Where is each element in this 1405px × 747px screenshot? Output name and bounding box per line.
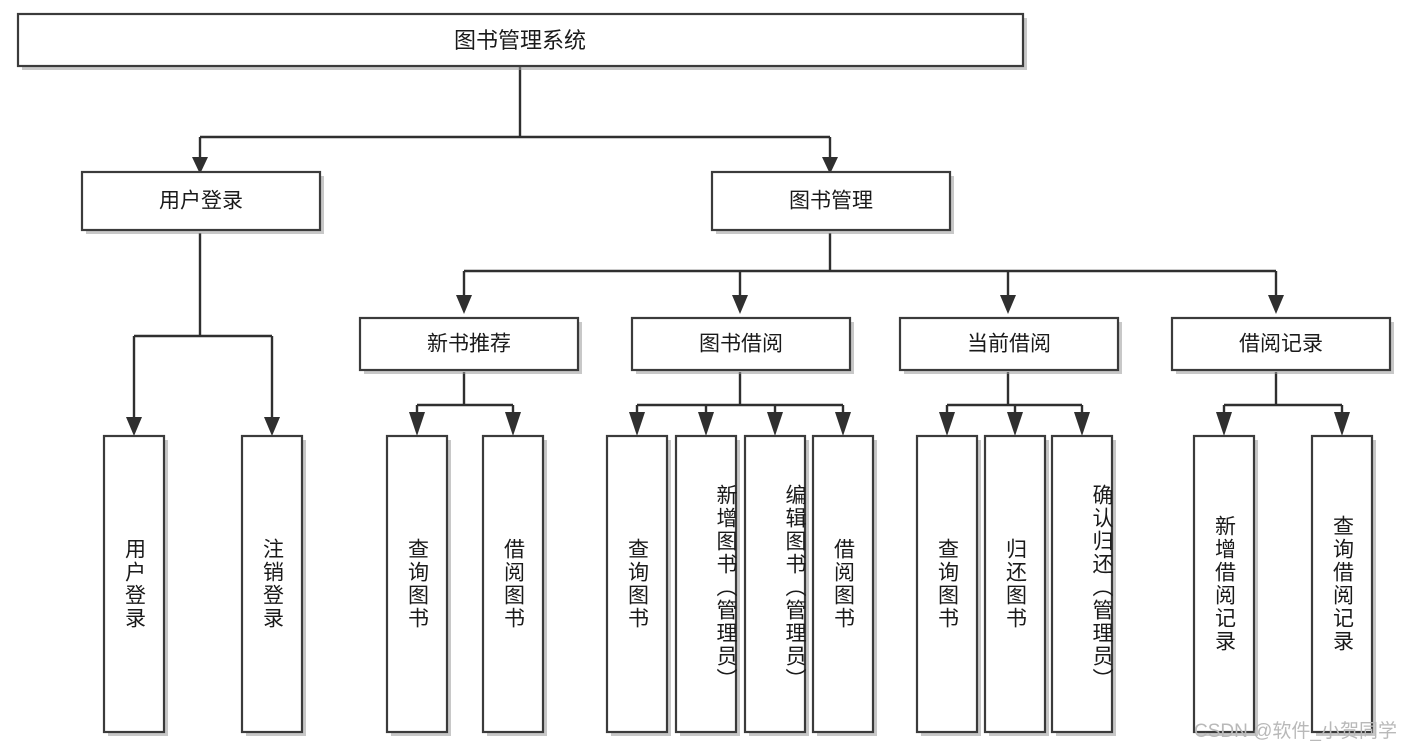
leaf-bookborrow-query-box[interactable] <box>605 434 669 734</box>
node-user-login-label: 用户登录 <box>159 190 243 213</box>
node-book-manage[interactable]: 图书管理 <box>710 170 954 234</box>
leaf-node-newbook-query[interactable] <box>385 434 451 736</box>
node-current-borrow-label: 当前借阅 <box>967 333 1051 356</box>
leaf-node-currentborrow-query[interactable] <box>915 434 981 736</box>
node-user-login[interactable]: 用户登录 <box>80 170 324 234</box>
node-root[interactable]: 图书管理系统 <box>16 12 1027 70</box>
leaf-logout-box[interactable] <box>240 434 304 734</box>
node-new-book-recommend-label: 新书推荐 <box>427 333 511 356</box>
leaf-node-bookborrow-borrow[interactable] <box>811 434 877 736</box>
leaf-node-bookborrow-edit[interactable] <box>743 434 809 736</box>
arrow-head-bookborrow-leaf-4 <box>835 412 851 436</box>
node-current-borrow-box[interactable] <box>898 316 1120 372</box>
node-borrow-record-label: 借阅记录 <box>1239 333 1323 356</box>
arrow-head-borrow-record <box>1268 295 1284 314</box>
leaf-currentborrow-query-box[interactable] <box>915 434 979 734</box>
node-book-manage-label: 图书管理 <box>789 190 873 213</box>
leaf-record-add-box[interactable] <box>1192 434 1256 734</box>
node-book-borrow-label: 图书借阅 <box>699 333 783 356</box>
leaf-bookborrow-edit-box[interactable] <box>743 434 807 734</box>
arrow-head-borrowrecord-leaf-2 <box>1334 412 1350 436</box>
leaf-currentborrow-confirm-box[interactable] <box>1050 434 1114 734</box>
leaf-node-currentborrow-return[interactable] <box>983 434 1049 736</box>
leaf-node-currentborrow-confirm[interactable] <box>1050 434 1116 736</box>
node-new-book-recommend[interactable]: 新书推荐 <box>358 316 582 374</box>
leaf-user-login-box[interactable] <box>102 434 166 734</box>
leaf-node-record-add[interactable] <box>1192 434 1258 736</box>
arrow-head-bookborrow-leaf-3 <box>767 412 783 436</box>
leaf-node-logout[interactable] <box>240 434 306 736</box>
leaf-node-bookborrow-query[interactable] <box>605 434 671 736</box>
leaf-record-query-box[interactable] <box>1310 434 1374 734</box>
leaf-bookborrow-add-box[interactable] <box>674 434 738 734</box>
arrow-head-bookborrow-leaf-2 <box>698 412 714 436</box>
leaf-node-record-query[interactable] <box>1310 434 1376 736</box>
node-root-label: 图书管理系统 <box>454 28 586 53</box>
node-root-box[interactable] <box>16 12 1025 68</box>
arrow-head-current-borrow <box>1000 295 1016 314</box>
arrow-head-book-borrow <box>732 295 748 314</box>
arrow-head-currentborrow-leaf-2 <box>1007 412 1023 436</box>
node-new-book-recommend-box[interactable] <box>358 316 580 372</box>
arrow-head-newbook-leaf-1 <box>409 412 425 436</box>
leaf-newbook-borrow-box[interactable] <box>481 434 545 734</box>
node-book-borrow[interactable]: 图书借阅 <box>630 316 854 374</box>
arrow-head-book-manage <box>822 157 838 174</box>
connectors <box>126 67 1350 436</box>
leaf-node-newbook-borrow[interactable] <box>481 434 547 736</box>
leaf-node-bookborrow-add[interactable] <box>674 434 740 736</box>
node-borrow-record[interactable]: 借阅记录 <box>1170 316 1394 374</box>
arrow-head-bookborrow-leaf-1 <box>629 412 645 436</box>
csdn-watermark: CSDN @软件_小贺同学 <box>1194 721 1397 742</box>
arrow-head-borrowrecord-leaf-1 <box>1216 412 1232 436</box>
node-book-manage-box[interactable] <box>710 170 952 232</box>
node-borrow-record-box[interactable] <box>1170 316 1392 372</box>
arrow-head-newbook-leaf-2 <box>505 412 521 436</box>
node-current-borrow[interactable]: 当前借阅 <box>898 316 1122 374</box>
arrow-head-currentborrow-leaf-3 <box>1074 412 1090 436</box>
arrow-head-leaf-user-login <box>126 417 142 436</box>
arrow-head-leaf-logout <box>264 417 280 436</box>
leaf-node-user-login[interactable] <box>102 434 168 736</box>
node-book-borrow-box[interactable] <box>630 316 852 372</box>
leaf-currentborrow-return-box[interactable] <box>983 434 1047 734</box>
leaf-bookborrow-borrow-box[interactable] <box>811 434 875 734</box>
node-user-login-box[interactable] <box>80 170 322 232</box>
leaf-newbook-query-box[interactable] <box>385 434 449 734</box>
arrow-head-new-book <box>456 295 472 314</box>
arrow-head-currentborrow-leaf-1 <box>939 412 955 436</box>
arrow-head-user-login <box>192 157 208 174</box>
